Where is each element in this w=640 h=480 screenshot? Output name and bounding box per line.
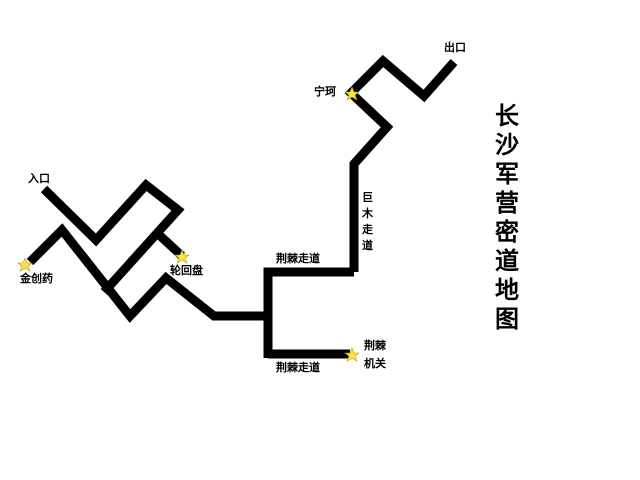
map-labels: 入口 出口 金创药 轮回盘 宁珂 荆棘走道 荆棘走道 荆棘 机关 巨木走道 [19, 40, 466, 374]
path-central-trunk [263, 267, 354, 358]
label-jingji-jiguan-2: 机关 [364, 356, 386, 370]
path-entrance-zigzag [40, 178, 185, 296]
label-exit: 出口 [444, 40, 466, 54]
markers [17, 86, 360, 362]
label-jumu-vertical: 巨木走道 [361, 191, 374, 252]
label-jingji-bottom: 荆棘走道 [276, 360, 320, 374]
star-icon-jinchuangyao [17, 257, 33, 272]
star-icon-jingji-jiguan [344, 347, 360, 362]
star-icon-lunhuipan [174, 249, 190, 264]
star-icon-ningke [344, 86, 360, 101]
label-jinchuangyao: 金创药 [19, 271, 53, 285]
label-jingji-jiguan-1: 荆棘 [364, 338, 387, 352]
maze-paths [26, 54, 458, 359]
label-entrance: 入口 [28, 172, 50, 185]
path-left-branch [26, 223, 266, 323]
label-ningke: 宁珂 [314, 84, 336, 98]
map-title: 长沙军营密道地图 [495, 102, 520, 333]
label-lunhuipan: 轮回盘 [170, 263, 203, 277]
label-jingji-top: 荆棘走道 [276, 251, 320, 265]
path-lunhuipan-branch [152, 228, 186, 260]
